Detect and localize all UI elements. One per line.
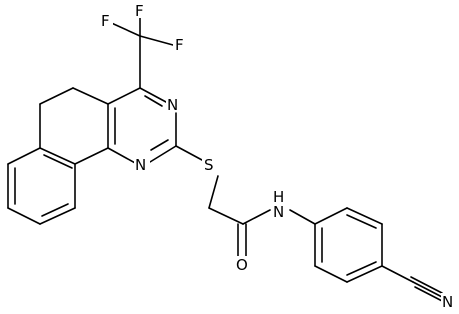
bond-c2-s	[175, 145, 203, 161]
atom-f3: F	[175, 36, 184, 54]
bond-co-nh	[242, 209, 271, 225]
bond-s-ch2	[208, 175, 219, 209]
atom-h: H	[273, 188, 284, 206]
bond-c10-c9-double	[41, 203, 69, 217]
bond-c-f3	[139, 35, 174, 46]
bond-ar2-ar3	[346, 207, 383, 225]
atom-n-lower: N	[135, 156, 146, 174]
bond-c7-c6a	[7, 147, 41, 165]
bond-ch2-co	[208, 207, 244, 225]
bond-ar5-ar6	[314, 265, 348, 283]
bond-ar2-ar3-double	[346, 214, 377, 229]
bond-c2-n1	[149, 145, 177, 163]
atom-o: O	[236, 256, 248, 274]
atom-f1: F	[101, 12, 110, 30]
atom-n-nitrile: N	[442, 293, 453, 311]
bond-ar4-ar5	[346, 265, 383, 283]
bond-c6a-c10a-double	[43, 154, 73, 169]
bond-cn-triple-c	[414, 286, 447, 304]
bond-c6a-c10a	[39, 147, 76, 165]
atom-f2: F	[135, 2, 144, 20]
bond-nh-aryl	[289, 209, 316, 225]
bond-c4-n3	[139, 87, 167, 103]
bond-c5-c6	[39, 87, 74, 105]
bond-ar4-cn	[381, 265, 414, 283]
bonds	[7, 11, 447, 304]
bond-ar4-ar5-double	[346, 261, 377, 276]
bond-ar1-ar2	[314, 207, 348, 225]
atom-n-upper: N	[167, 96, 178, 114]
bond-c9-c8	[7, 207, 41, 225]
bond-cn-triple-b	[412, 281, 445, 299]
bond-c4-n3-double	[144, 95, 163, 107]
bond-c4a-c5	[72, 87, 109, 105]
atom-labels: F F F N N S H N O N	[99, 2, 457, 311]
bond-c4a-c4	[107, 87, 141, 105]
atom-s: S	[204, 156, 214, 174]
bond-n1-c10b	[107, 147, 138, 165]
bond-c2-n1-double	[150, 139, 169, 151]
bond-c10a-c10b	[74, 147, 109, 165]
bond-cn-triple-a	[410, 276, 443, 294]
bond-c10-c9	[39, 207, 76, 225]
atom-n-amide: N	[273, 203, 284, 221]
